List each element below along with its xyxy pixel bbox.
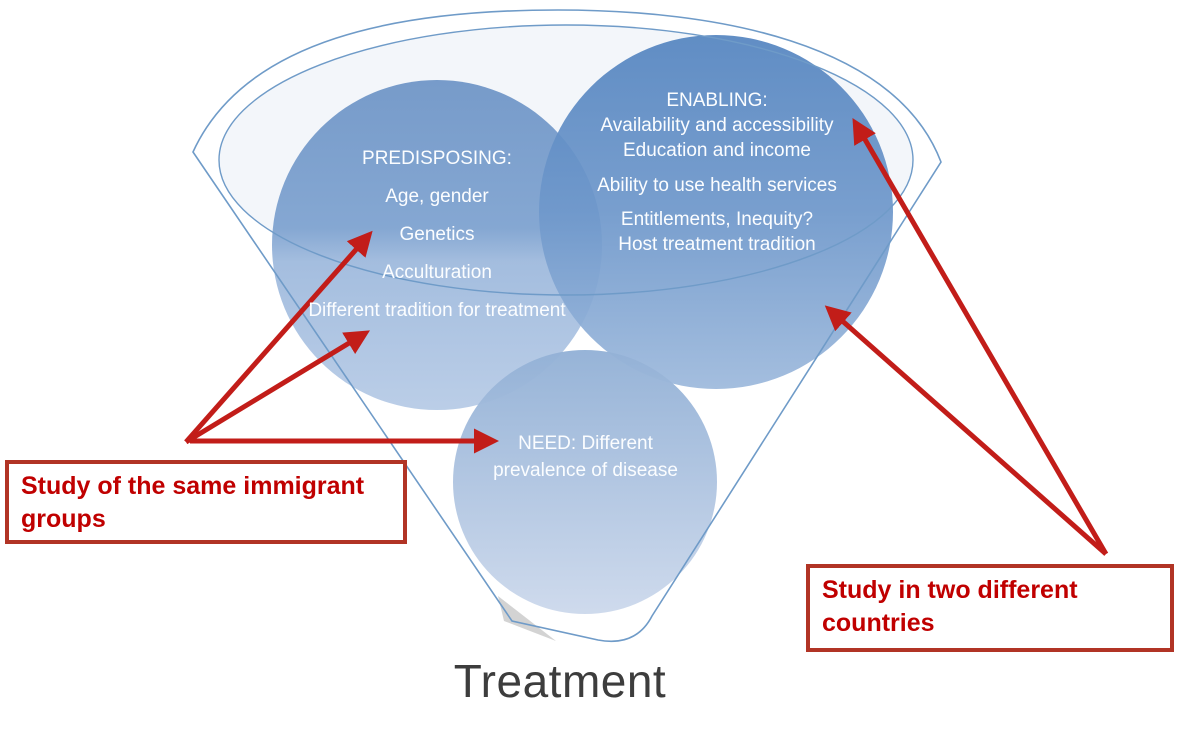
funnel-tip-shadow: [498, 596, 556, 641]
circle-need: [453, 350, 717, 614]
arrow-left-to-predisposing-top: [184, 230, 373, 444]
arrow-left-to-predisposing-bottom: [184, 330, 370, 445]
predisposing-line: Genetics: [399, 224, 475, 245]
circle-enabling: [539, 35, 893, 389]
arrow-right-to-enabling-bottom: [824, 305, 1108, 556]
enabling-heading: ENABLING:: [666, 90, 768, 111]
need-text-block: NEED: Different prevalence of disease: [488, 430, 683, 484]
predisposing-line: Age, gender: [385, 186, 489, 207]
enabling-line: Education and income: [622, 140, 811, 161]
enabling-text-block: ENABLING: Availability and accessibility…: [592, 88, 842, 257]
callout-left-label: Study of the same immigrant groups: [21, 472, 365, 533]
predisposing-line: Acculturation: [382, 262, 492, 283]
treatment-label: Treatment: [453, 655, 667, 707]
enabling-line: Availability and accessibility: [600, 115, 834, 136]
need-line: NEED: Different prevalence of disease: [493, 433, 678, 481]
predisposing-line: Different tradition for treatment: [308, 300, 566, 321]
callout-same-immigrant-groups: Study of the same immigrant groups: [5, 460, 407, 544]
enabling-line: Entitlements, Inequity?: [620, 209, 814, 230]
funnel-rim-ellipse: [218, 24, 914, 296]
callout-right-label: Study in two different countries: [822, 576, 1078, 637]
callout-two-different-countries: Study in two different countries: [806, 564, 1174, 652]
funnel-outline: [192, 9, 942, 643]
enabling-line: Ability to use health services: [597, 175, 837, 196]
predisposing-heading: PREDISPOSING:: [362, 148, 512, 169]
enabling-line: Host treatment tradition: [618, 234, 816, 255]
arrow-right-to-enabling-top: [852, 117, 1109, 556]
circle-predisposing: [272, 80, 602, 410]
predisposing-text-block: PREDISPOSING: Age, gender Genetics Accul…: [302, 146, 572, 336]
